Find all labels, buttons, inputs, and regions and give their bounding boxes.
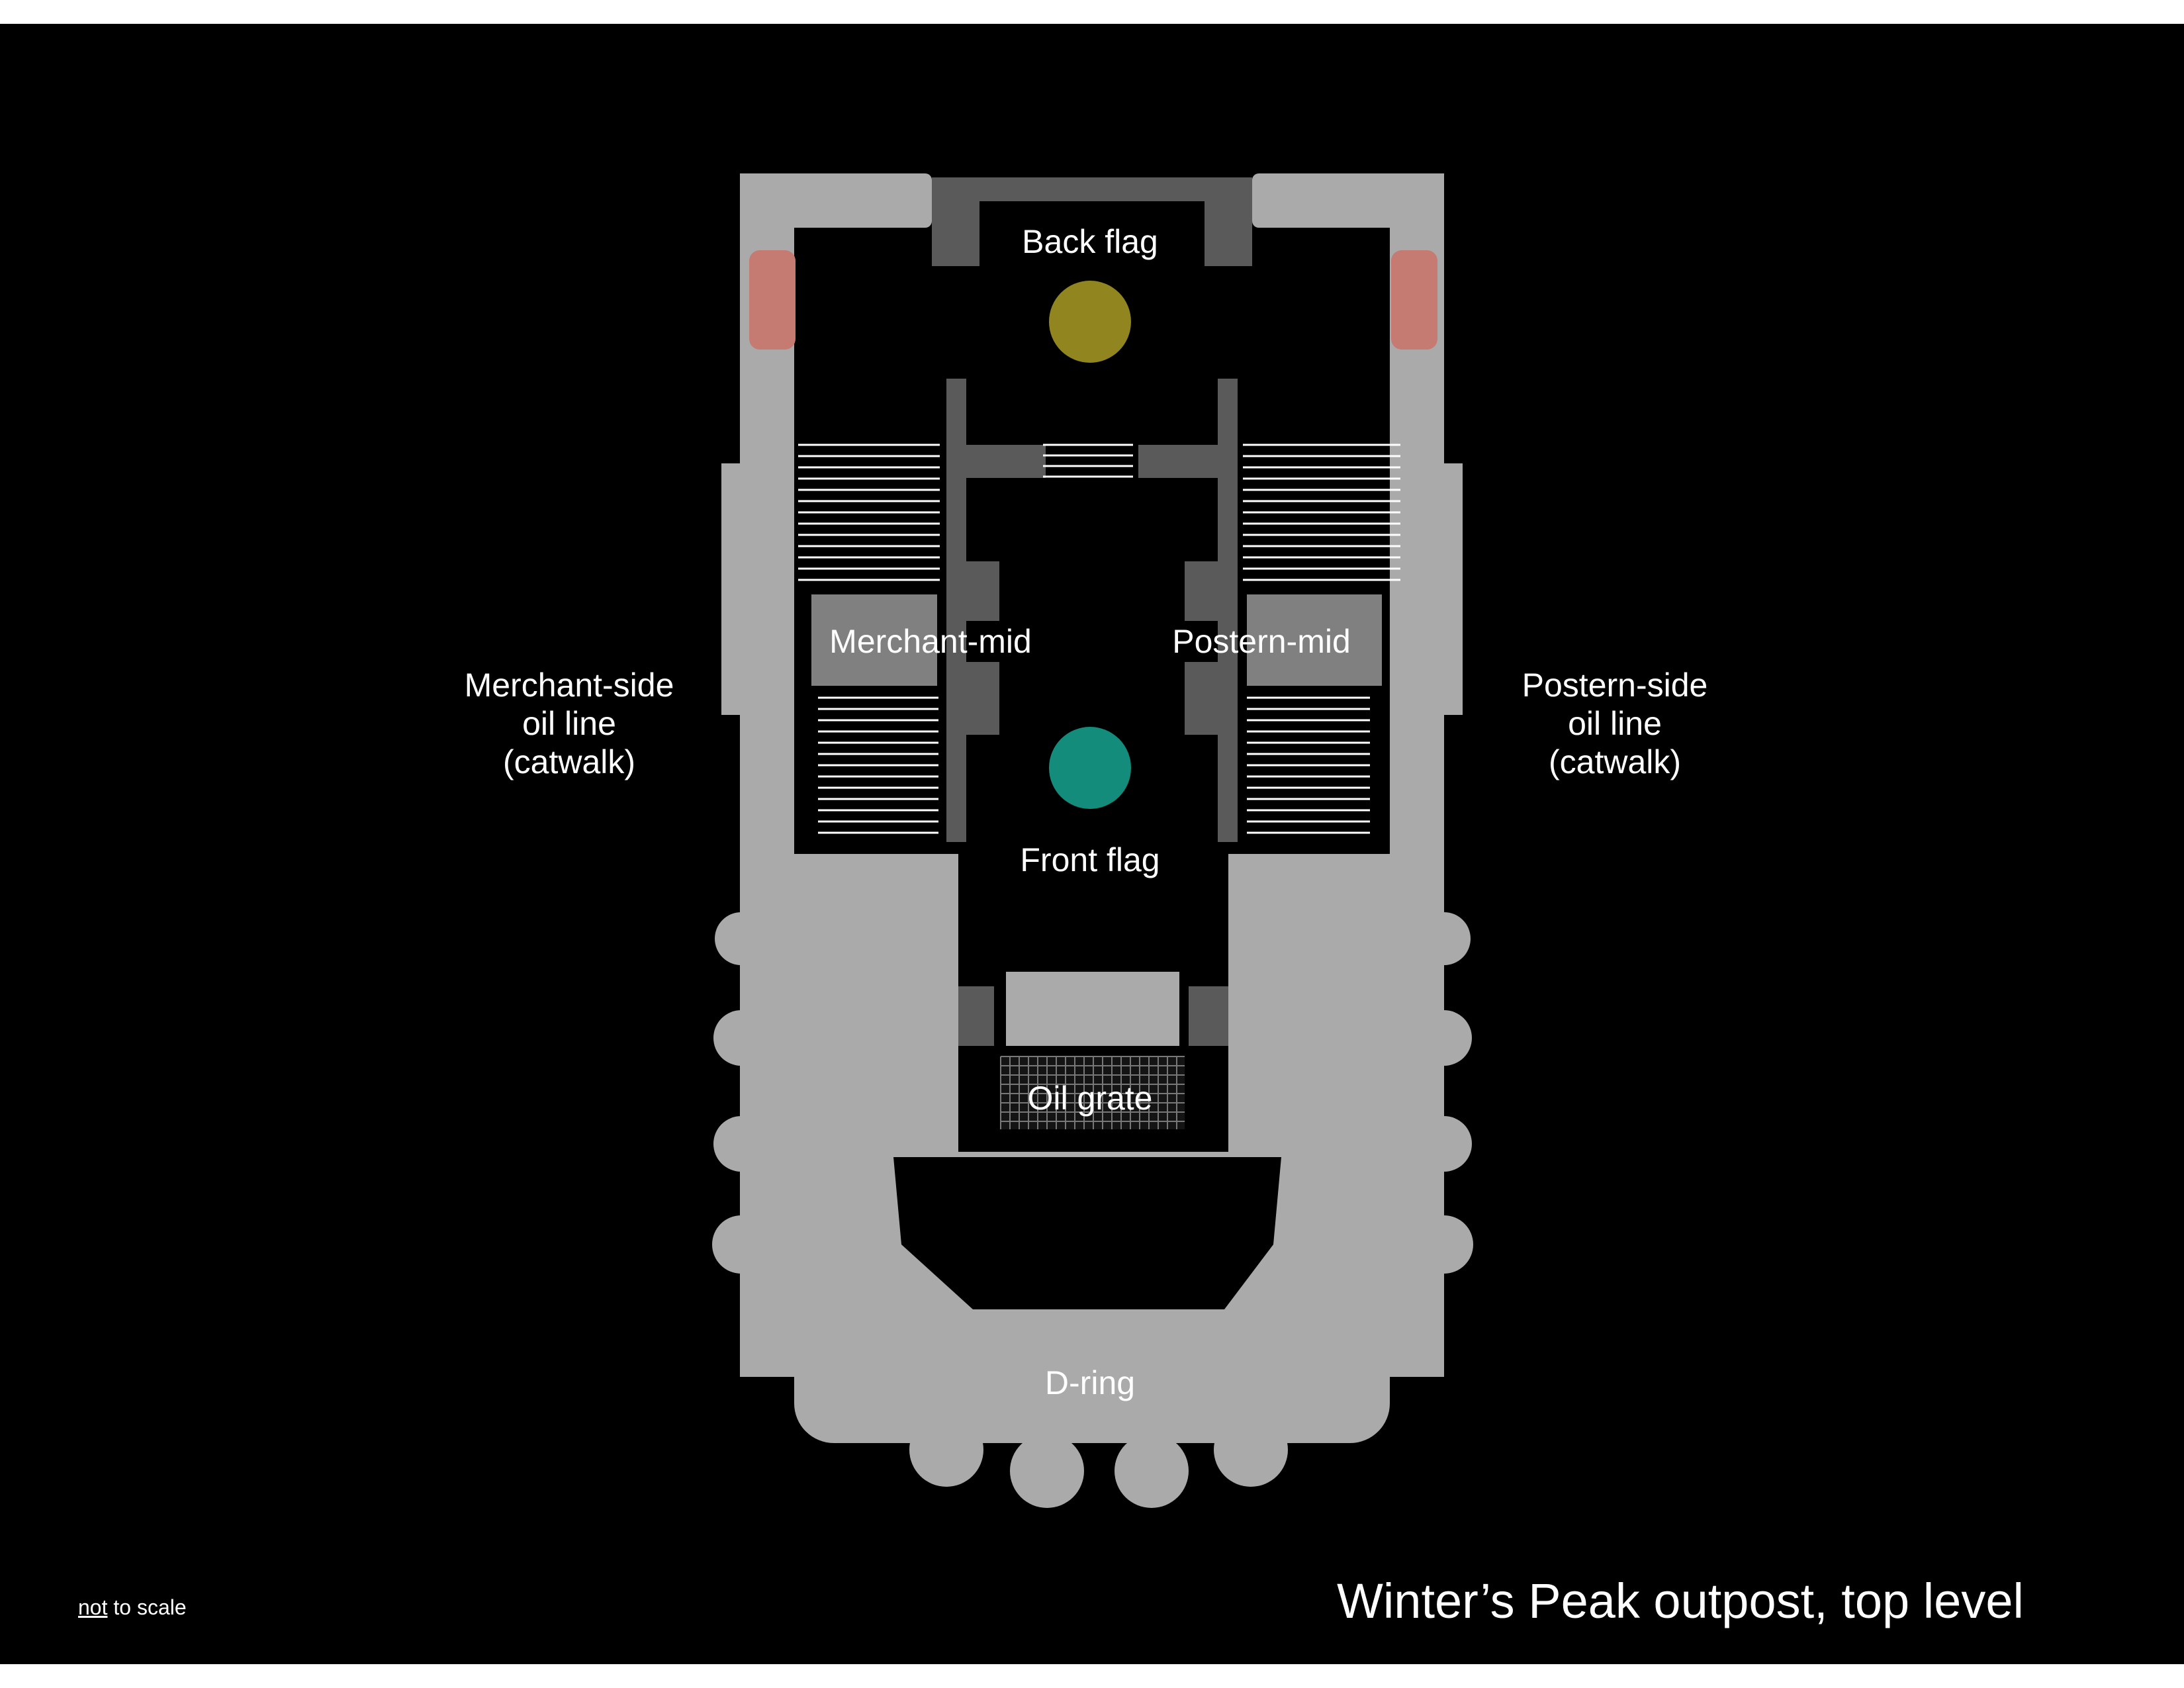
merchant-mid-room (811, 594, 937, 686)
map-canvas: Back flag Front flag Merchant-mid Poster… (0, 24, 2184, 1664)
back-flag-marker (1049, 281, 1131, 363)
d-ring-pit (893, 1157, 1281, 1309)
oil-grate (1000, 1056, 1185, 1129)
postern-side-label: Postern-side oil line (catwalk) (1522, 667, 1708, 780)
merchant-mid-label: Merchant-mid (829, 623, 1032, 660)
outpost-map (712, 173, 1473, 1508)
scale-note-emphasis: not (78, 1595, 108, 1619)
map-title: Winter’s Peak outpost, top level (1337, 1573, 2024, 1628)
postern-mid-room (1247, 594, 1382, 686)
merchant-side-label: Merchant-side oil line (catwalk) (464, 667, 674, 780)
front-flag-label: Front flag (1020, 841, 1160, 878)
postern-mid-label: Postern-mid (1172, 623, 1351, 660)
d-ring-floor (712, 854, 1473, 1508)
back-wall-blocks (932, 177, 1252, 1046)
scale-note-rest: to scale (107, 1595, 187, 1619)
d-ring-label: D-ring (1044, 1364, 1136, 1401)
stairs (798, 444, 1400, 834)
back-flag-label: Back flag (1022, 223, 1158, 260)
scale-note: not to scale (78, 1595, 187, 1620)
front-flag-marker (1049, 727, 1131, 809)
oil-grate-label: Oil grate (1027, 1080, 1153, 1117)
